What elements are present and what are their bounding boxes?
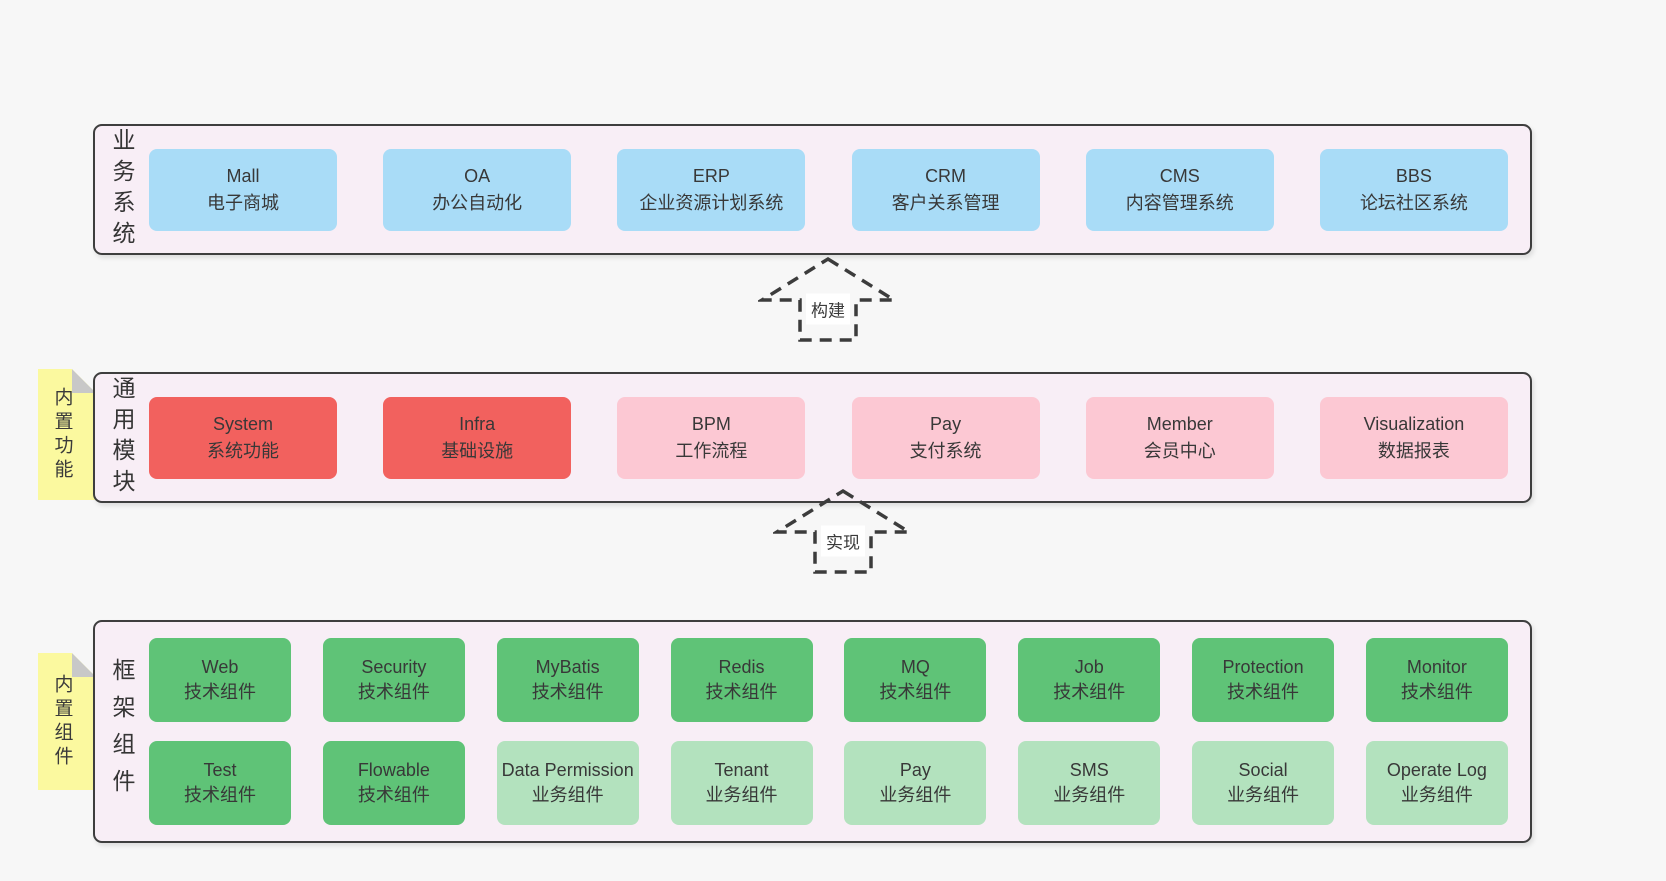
module-row: Web 技术组件 Security 技术组件 MyBatis 技术组件 Redis 技… bbox=[149, 638, 1508, 722]
module-box-protection: Protection 技术组件 bbox=[1192, 638, 1335, 722]
layer-rows: Mall 电子商城 OA 办公自动化 ERP 企业资源计划系统 CRM 客户关系管理 C… bbox=[149, 126, 1530, 253]
arrow-label: 实现 bbox=[821, 525, 865, 557]
module-box-mall: Mall 电子商城 bbox=[149, 148, 337, 231]
module-box-pay: Pay 业务组件 bbox=[844, 741, 987, 825]
sticky-note-built-in-components: 内置组件 bbox=[38, 653, 96, 790]
module-row: Test 技术组件 Flowable 技术组件 Data Permission 业务… bbox=[149, 741, 1508, 825]
layer-framework-components: 框架组件 Web 技术组件 Security 技术组件 MyBatis 技术组件 Re… bbox=[93, 620, 1532, 843]
sticky-note-label: 内置功能 bbox=[51, 386, 73, 483]
module-box-security: Security 技术组件 bbox=[322, 638, 465, 722]
layer-common-modules: 通用模块 System 系统功能 Infra 基础设施 BPM 工作流程 Pay 支付… bbox=[93, 372, 1532, 503]
module-box-sms: SMS 业务组件 bbox=[1018, 741, 1161, 825]
module-box-redis: Redis 技术组件 bbox=[670, 638, 813, 722]
layer-title: 业务系统 bbox=[109, 127, 135, 252]
layer-rows: System 系统功能 Infra 基础设施 BPM 工作流程 Pay 支付系统 Mem… bbox=[149, 374, 1530, 501]
module-box-system: System 系统功能 bbox=[149, 396, 337, 479]
layer-title: 框架组件 bbox=[109, 657, 135, 806]
module-box-flowable: Flowable 技术组件 bbox=[322, 741, 465, 825]
module-box-bpm: BPM 工作流程 bbox=[617, 396, 806, 479]
module-box-erp: ERP 企业资源计划系统 bbox=[617, 148, 806, 231]
module-box-mybatis: MyBatis 技术组件 bbox=[496, 638, 639, 722]
module-row: Mall 电子商城 OA 办公自动化 ERP 企业资源计划系统 CRM 客户关系管理 C… bbox=[149, 148, 1508, 231]
module-box-pay: Pay 支付系统 bbox=[851, 396, 1040, 479]
up-arrow-icon bbox=[773, 488, 913, 574]
dashed-up-arrow-build: 构建 bbox=[758, 256, 898, 344]
layer-title: 通用模块 bbox=[109, 375, 135, 500]
module-box-mq: MQ 技术组件 bbox=[844, 638, 987, 722]
module-box-tenant: Tenant 业务组件 bbox=[670, 741, 813, 825]
module-box-infra: Infra 基础设施 bbox=[383, 396, 572, 479]
module-box-job: Job 技术组件 bbox=[1018, 638, 1161, 722]
module-box-member: Member 会员中心 bbox=[1085, 396, 1274, 479]
module-box-social: Social 业务组件 bbox=[1192, 741, 1335, 825]
module-box-cms: CMS 内容管理系统 bbox=[1085, 148, 1274, 231]
module-box-monitor: Monitor 技术组件 bbox=[1365, 638, 1508, 722]
module-box-crm: CRM 客户关系管理 bbox=[851, 148, 1040, 231]
module-box-data-permission: Data Permission 业务组件 bbox=[496, 741, 639, 825]
module-box-oa: OA 办公自动化 bbox=[383, 148, 572, 231]
layer-rows: Web 技术组件 Security 技术组件 MyBatis 技术组件 Redis 技… bbox=[149, 622, 1530, 841]
sticky-note-built-in-features: 内置功能 bbox=[38, 369, 96, 500]
module-box-operate-log: Operate Log 业务组件 bbox=[1365, 741, 1508, 825]
module-row: System 系统功能 Infra 基础设施 BPM 工作流程 Pay 支付系统 Mem… bbox=[149, 396, 1508, 479]
dashed-up-arrow-implement: 实现 bbox=[773, 488, 913, 576]
up-arrow-icon bbox=[758, 256, 898, 342]
arrow-label: 构建 bbox=[806, 293, 850, 325]
module-box-test: Test 技术组件 bbox=[149, 741, 291, 825]
sticky-note-label: 内置组件 bbox=[51, 673, 73, 770]
module-box-bbs: BBS 论坛社区系统 bbox=[1319, 148, 1508, 231]
module-box-visualization: Visualization 数据报表 bbox=[1319, 396, 1508, 479]
layer-business-systems: 业务系统 Mall 电子商城 OA 办公自动化 ERP 企业资源计划系统 CRM 客户… bbox=[93, 124, 1532, 255]
module-box-web: Web 技术组件 bbox=[149, 638, 291, 722]
